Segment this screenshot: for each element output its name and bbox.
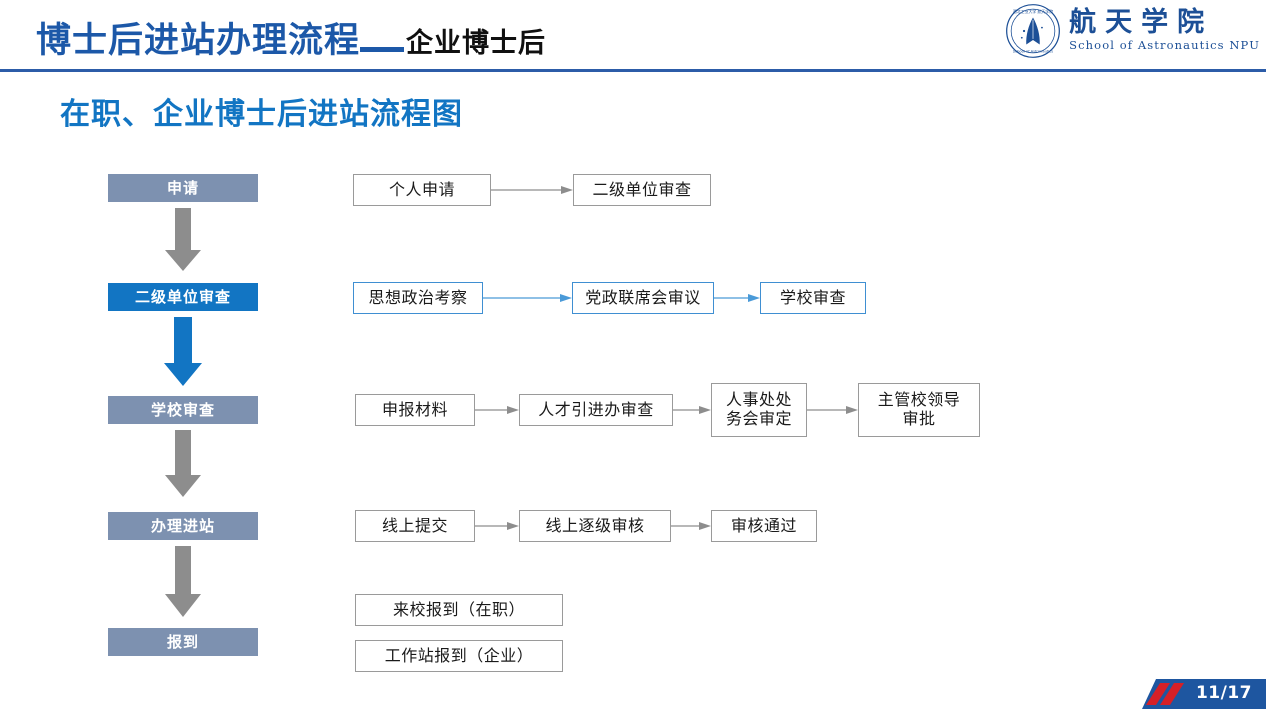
- node-ideological-political-review[interactable]: 思想政治考察: [353, 282, 483, 314]
- stage-arrow-3-icon: [165, 430, 201, 497]
- node-online-submission[interactable]: 线上提交: [355, 510, 475, 542]
- logo-text: 航天学院 School of Astronautics NPU: [1069, 6, 1260, 53]
- node-secondary-unit-review-1[interactable]: 二级单位审查: [573, 174, 711, 206]
- row3-arrow-1-icon: [475, 406, 519, 414]
- slide-title-sub: 企业博士后: [406, 28, 547, 59]
- svg-text:西北工业大学 航天学院: 西北工业大学 航天学院: [1013, 9, 1053, 14]
- stage-arrow-2-icon: [164, 317, 202, 386]
- node-personal-application[interactable]: 个人申请: [353, 174, 491, 206]
- header-divider: [0, 69, 1266, 72]
- slide-header: 博士后进站办理流程 企业博士后 西北工业大学 航天学院 School of As…: [0, 0, 1266, 72]
- row2-arrow-2-icon: [714, 294, 760, 302]
- node-review-passed[interactable]: 审核通过: [711, 510, 817, 542]
- node-application-materials[interactable]: 申报材料: [355, 394, 475, 426]
- logo-name-en: School of Astronautics NPU: [1069, 38, 1260, 53]
- logo-name-cn: 航天学院: [1069, 6, 1214, 38]
- node-talent-office-review[interactable]: 人才引进办审查: [519, 394, 673, 426]
- row4-arrow-2-icon: [671, 522, 711, 530]
- row2-arrow-1-icon: [483, 294, 572, 302]
- stage-label-apply: 申请: [108, 174, 258, 202]
- slide-title: 博士后进站办理流程 企业博士后: [36, 12, 546, 63]
- row4-arrow-1-icon: [475, 522, 519, 530]
- stage-label-secondary-unit-review: 二级单位审查: [108, 283, 258, 311]
- stage-arrow-1-icon: [165, 208, 201, 271]
- section-subtitle: 在职、企业博士后进站流程图: [60, 97, 463, 132]
- page-indicator: 11/17: [1130, 679, 1266, 709]
- row3-arrow-2-icon: [673, 406, 711, 414]
- node-school-review-1[interactable]: 学校审查: [760, 282, 866, 314]
- svg-text:School of Astronautics: School of Astronautics: [1013, 49, 1053, 53]
- school-logo: 西北工业大学 航天学院 School of Astronautics 航天学院 …: [1005, 3, 1260, 59]
- node-online-level-by-level-review[interactable]: 线上逐级审核: [519, 510, 671, 542]
- title-dash: [360, 47, 405, 52]
- school-emblem-icon: 西北工业大学 航天学院 School of Astronautics: [1006, 4, 1061, 58]
- stage-label-process-entry: 办理进站: [108, 512, 258, 540]
- node-party-government-joint-meeting[interactable]: 党政联席会审议: [572, 282, 714, 314]
- stage-label-report: 报到: [108, 628, 258, 656]
- stage-label-school-review: 学校审查: [108, 396, 258, 424]
- node-report-to-workstation-enterprise[interactable]: 工作站报到（企业）: [355, 640, 563, 672]
- stage-arrow-4-icon: [165, 546, 201, 617]
- row3-arrow-3-icon: [807, 406, 858, 414]
- row1-arrow-1-icon: [491, 186, 573, 194]
- slide-title-main: 博士后进站办理流程: [36, 21, 361, 61]
- node-vice-president-approval[interactable]: 主管校领导 审批: [858, 383, 980, 437]
- node-hr-office-meeting-decision[interactable]: 人事处处 务会审定: [711, 383, 807, 437]
- page-badge-icon: [1142, 679, 1266, 709]
- page-number: 11/17: [1195, 683, 1252, 703]
- node-report-to-school-onjob[interactable]: 来校报到（在职）: [355, 594, 563, 626]
